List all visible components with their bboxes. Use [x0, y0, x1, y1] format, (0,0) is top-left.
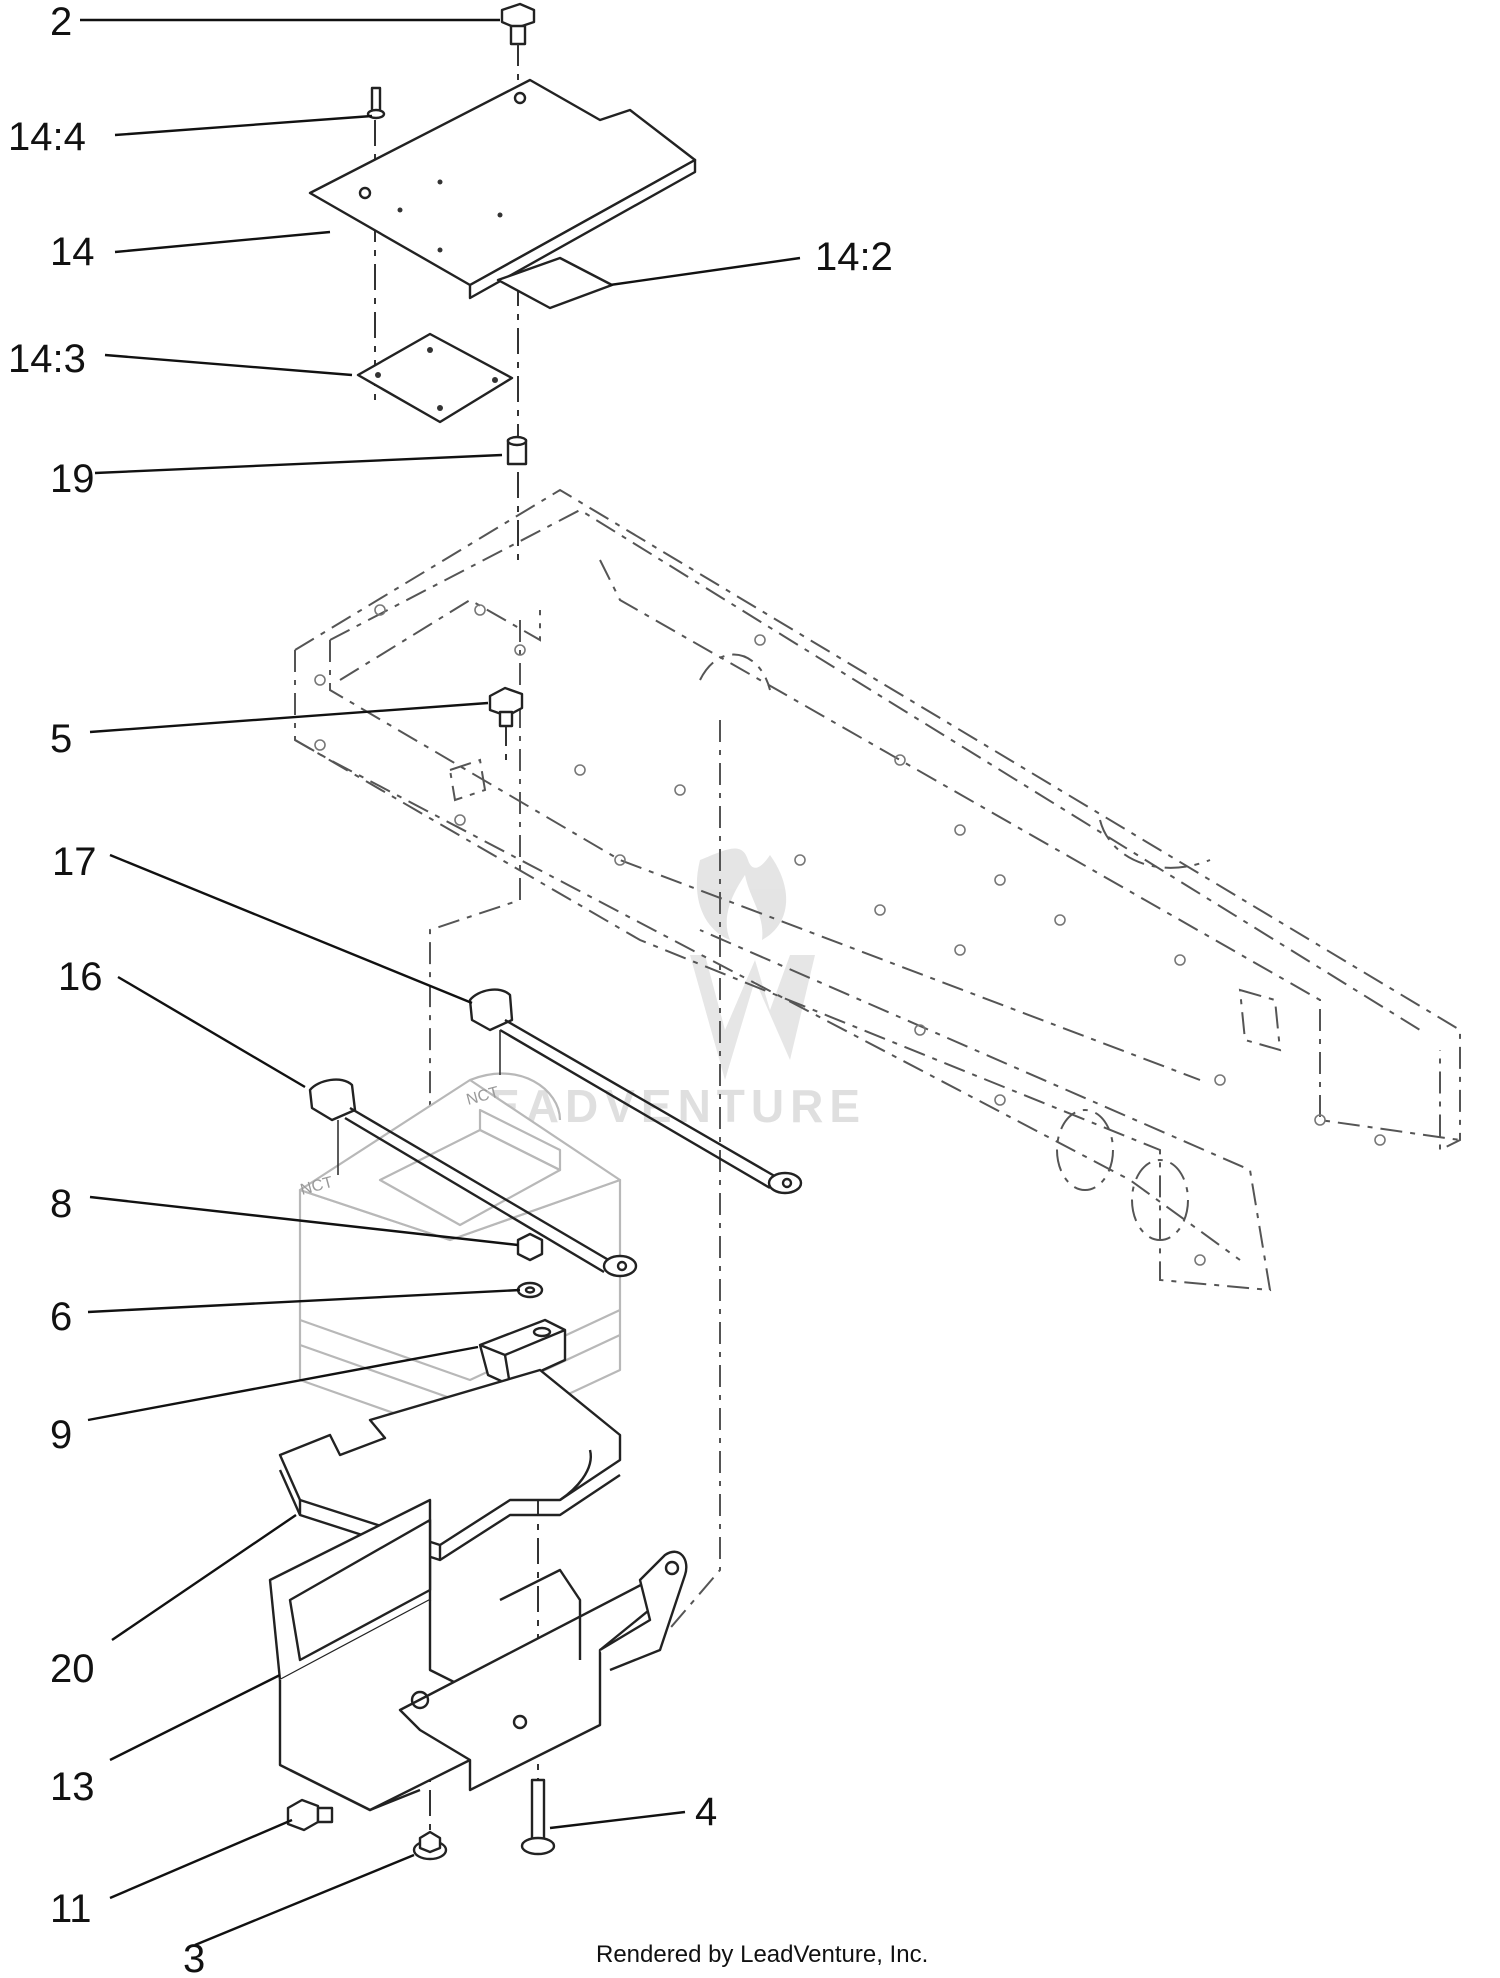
callout-17: 17	[52, 840, 97, 884]
callout-3: 3	[183, 1937, 205, 1978]
watermark: LEADVENTURE	[455, 848, 860, 1132]
callout-9: 9	[50, 1413, 72, 1457]
callout-11: 11	[50, 1887, 92, 1931]
clamp-9	[478, 1318, 567, 1387]
bolt-5	[488, 686, 524, 728]
callout-8: 8	[50, 1182, 72, 1226]
pin-14-4	[366, 86, 386, 120]
nut-8	[516, 1232, 544, 1262]
battery-tray-20	[278, 1368, 622, 1562]
callout-labels: 2 14:4 14 14:2 14:3 19 5 17 16 8 6 9 20 …	[8, 0, 893, 1978]
callout-4: 4	[695, 1790, 717, 1834]
bracket-13	[268, 1498, 688, 1812]
callout-5: 5	[50, 717, 72, 761]
frame-rails	[294, 488, 1461, 1641]
bolt-4	[520, 1778, 556, 1856]
leader-lines	[80, 18, 801, 1947]
bolt-11	[286, 1798, 334, 1832]
screw-2	[500, 2, 536, 58]
cable-16	[308, 1078, 638, 1278]
callout-14-4: 14:4	[8, 115, 86, 159]
callout-14-3: 14:3	[8, 337, 86, 381]
nut-3	[412, 1830, 448, 1861]
spacer-19	[506, 435, 528, 466]
footer-credit: Rendered by LeadVenture, Inc.	[596, 1941, 928, 1968]
callout-14-2: 14:2	[815, 235, 893, 279]
callout-19: 19	[50, 457, 95, 501]
cable-17	[468, 988, 803, 1195]
pad-14-3	[356, 332, 514, 424]
callout-20: 20	[50, 1647, 95, 1691]
callout-16: 16	[58, 955, 103, 999]
callout-6: 6	[50, 1295, 72, 1339]
callout-2: 2	[50, 0, 72, 44]
callout-14: 14	[50, 230, 95, 274]
washer-6	[516, 1281, 544, 1299]
cover-plate	[308, 78, 697, 300]
callout-13: 13	[50, 1765, 95, 1809]
